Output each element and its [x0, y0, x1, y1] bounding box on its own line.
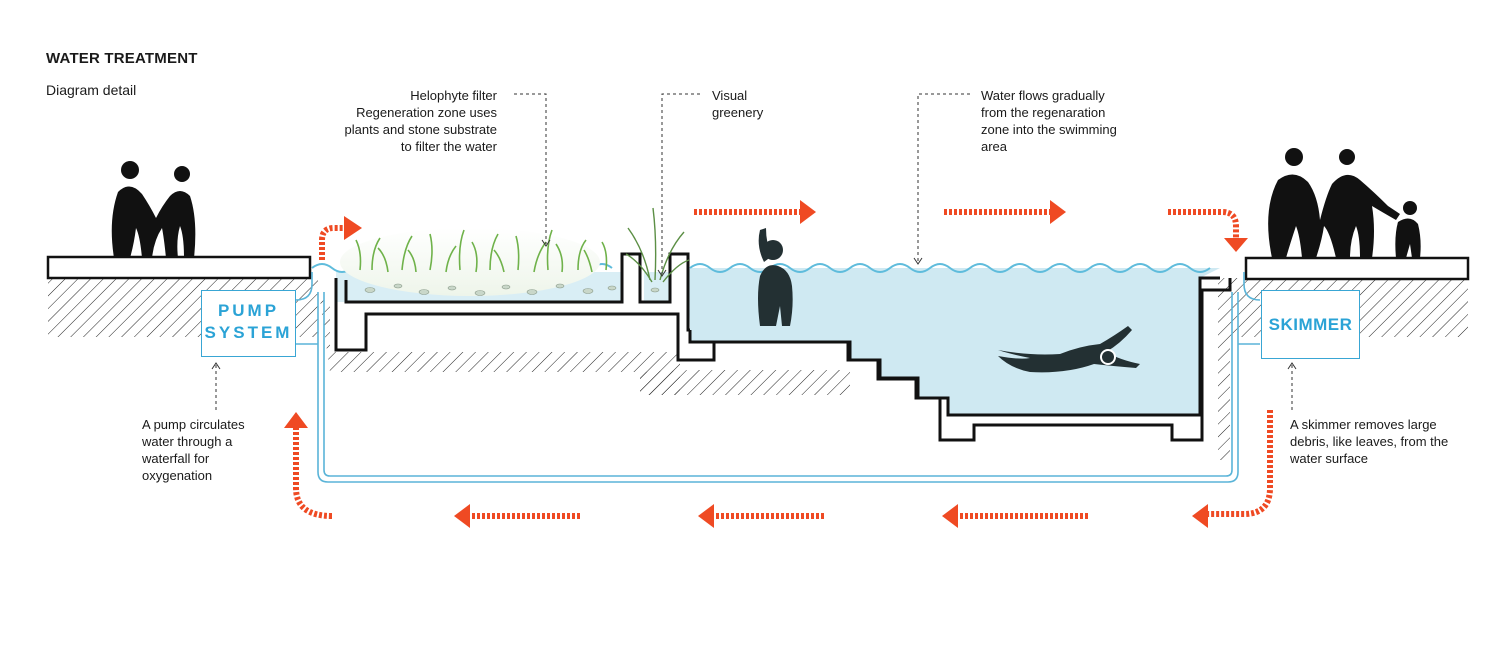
flow-arrow-icon [1168, 209, 1239, 238]
annotation-line: waterfall for [142, 451, 210, 466]
annotation-water-flow: Water flows gradually from the regenarat… [981, 87, 1117, 155]
annotation-line: from the regenaration [981, 105, 1106, 120]
annotation-helophyte-filter: Helophyte filter Regeneration zone uses … [345, 87, 498, 155]
annotation-line: debris, like leaves, from the [1290, 434, 1449, 449]
annotation-line: oxygenation [142, 468, 213, 483]
annotation-line: Helophyte filter [410, 88, 497, 103]
pump-label-line: SYSTEM [204, 323, 293, 342]
flow-arrows [293, 209, 1273, 519]
pool-walls [334, 252, 1232, 442]
pump-label-line: PUMP [217, 301, 280, 320]
family-silhouette-icon [1268, 148, 1421, 258]
helophyte-plants [340, 207, 690, 296]
annotation-line: A pump circulates [142, 417, 245, 432]
skimmer-box: SKIMMER [1261, 290, 1360, 359]
annotation-line: area [981, 139, 1008, 154]
annotation-line: to filter the water [400, 139, 497, 154]
circulation-pipes [295, 272, 1261, 483]
annotation-line: Visual [712, 88, 748, 103]
flow-arrow-icon [1208, 410, 1273, 517]
diagram-title: WATER TREATMENT [46, 50, 198, 67]
swimmer-standing-icon [758, 228, 793, 326]
right-deck [1244, 256, 1470, 281]
annotation-line: Water flows gradually [981, 88, 1105, 103]
annotation-skimmer: A skimmer removes large debris, like lea… [1290, 416, 1448, 467]
annotation-leaders [215, 93, 1293, 410]
pump-system-box: PUMP SYSTEM [201, 290, 296, 357]
annotation-visual-greenery: Visual greenery [712, 87, 763, 121]
annotation-line: plants and stone substrate [344, 122, 498, 137]
annotation-line: water through a [142, 434, 233, 449]
left-deck [46, 255, 312, 280]
annotation-line: zone into the swimming [981, 122, 1117, 137]
annotation-line: Regeneration zone uses [356, 105, 497, 120]
annotation-pump: A pump circulates water through a waterf… [142, 416, 245, 484]
flow-arrow-icon [319, 225, 344, 260]
flow-arrow-icon [293, 428, 333, 519]
family-silhouette-icon [111, 161, 196, 258]
swimmer-floating-icon [998, 326, 1140, 373]
annotation-line: A skimmer removes large [1290, 417, 1437, 432]
annotation-line: water surface [1290, 451, 1369, 466]
annotation-line: greenery [712, 105, 764, 120]
diagram-subtitle: Diagram detail [46, 82, 137, 98]
flow-arrowheads [284, 200, 1248, 528]
leader-arrowheads [211, 239, 1297, 370]
